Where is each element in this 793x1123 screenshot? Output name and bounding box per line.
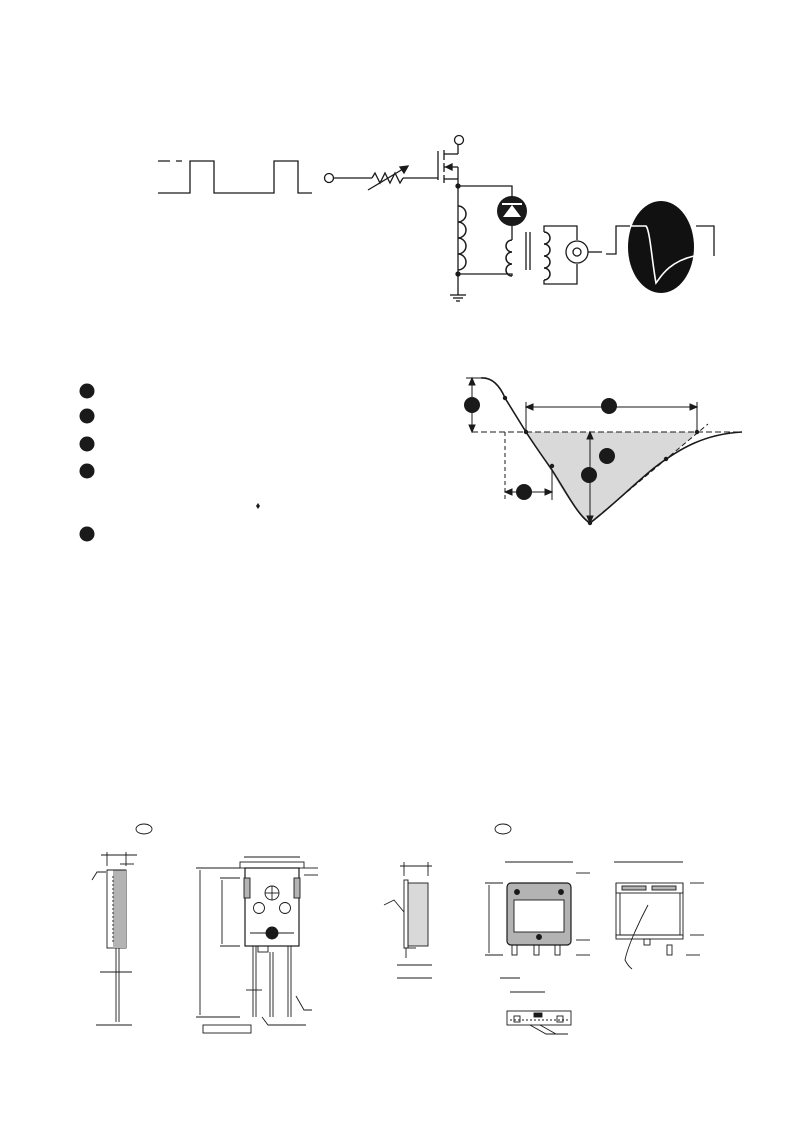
- package-a-side-view: [91, 852, 137, 1026]
- oscilloscope-display: [606, 201, 715, 293]
- legend-marker-3: [79, 436, 95, 452]
- waveform-marker-1: [464, 397, 480, 413]
- waveform-marker-3: [599, 448, 615, 464]
- package-b-bottom-view: [506, 1010, 572, 1035]
- legend: [79, 383, 260, 542]
- shaded-recovery-area: [526, 432, 697, 522]
- legend-dot: [256, 503, 260, 509]
- transformer-secondary: [543, 231, 551, 281]
- legend-marker-1: [79, 383, 95, 399]
- waveform-marker-4: [581, 467, 597, 483]
- legend-marker-5: [79, 526, 95, 542]
- mosfet-switch: [437, 134, 465, 186]
- gate-terminal: [323, 172, 335, 184]
- package-a-badge: [135, 823, 153, 835]
- drain-terminal: [453, 134, 465, 146]
- inductor: [457, 205, 467, 271]
- input-pulse-waveform: [158, 160, 312, 194]
- legend-marker-2: [79, 408, 95, 424]
- ground-icon: [450, 290, 466, 302]
- package-b-back-view: [614, 861, 704, 970]
- current-probe-icon: [565, 240, 589, 264]
- transformer-primary: [505, 239, 513, 277]
- diode-icon: [497, 196, 527, 226]
- waveform-marker-5: [516, 484, 532, 500]
- package-b-badge: [494, 823, 512, 835]
- package-b-side-view: [383, 862, 432, 979]
- test-circuit: [158, 134, 602, 302]
- package-b-front-view: [485, 861, 590, 993]
- waveform-marker-2: [601, 398, 617, 414]
- recovery-waveform: [464, 376, 743, 526]
- package-a-front-view: [196, 856, 318, 1034]
- legend-marker-4: [79, 463, 95, 479]
